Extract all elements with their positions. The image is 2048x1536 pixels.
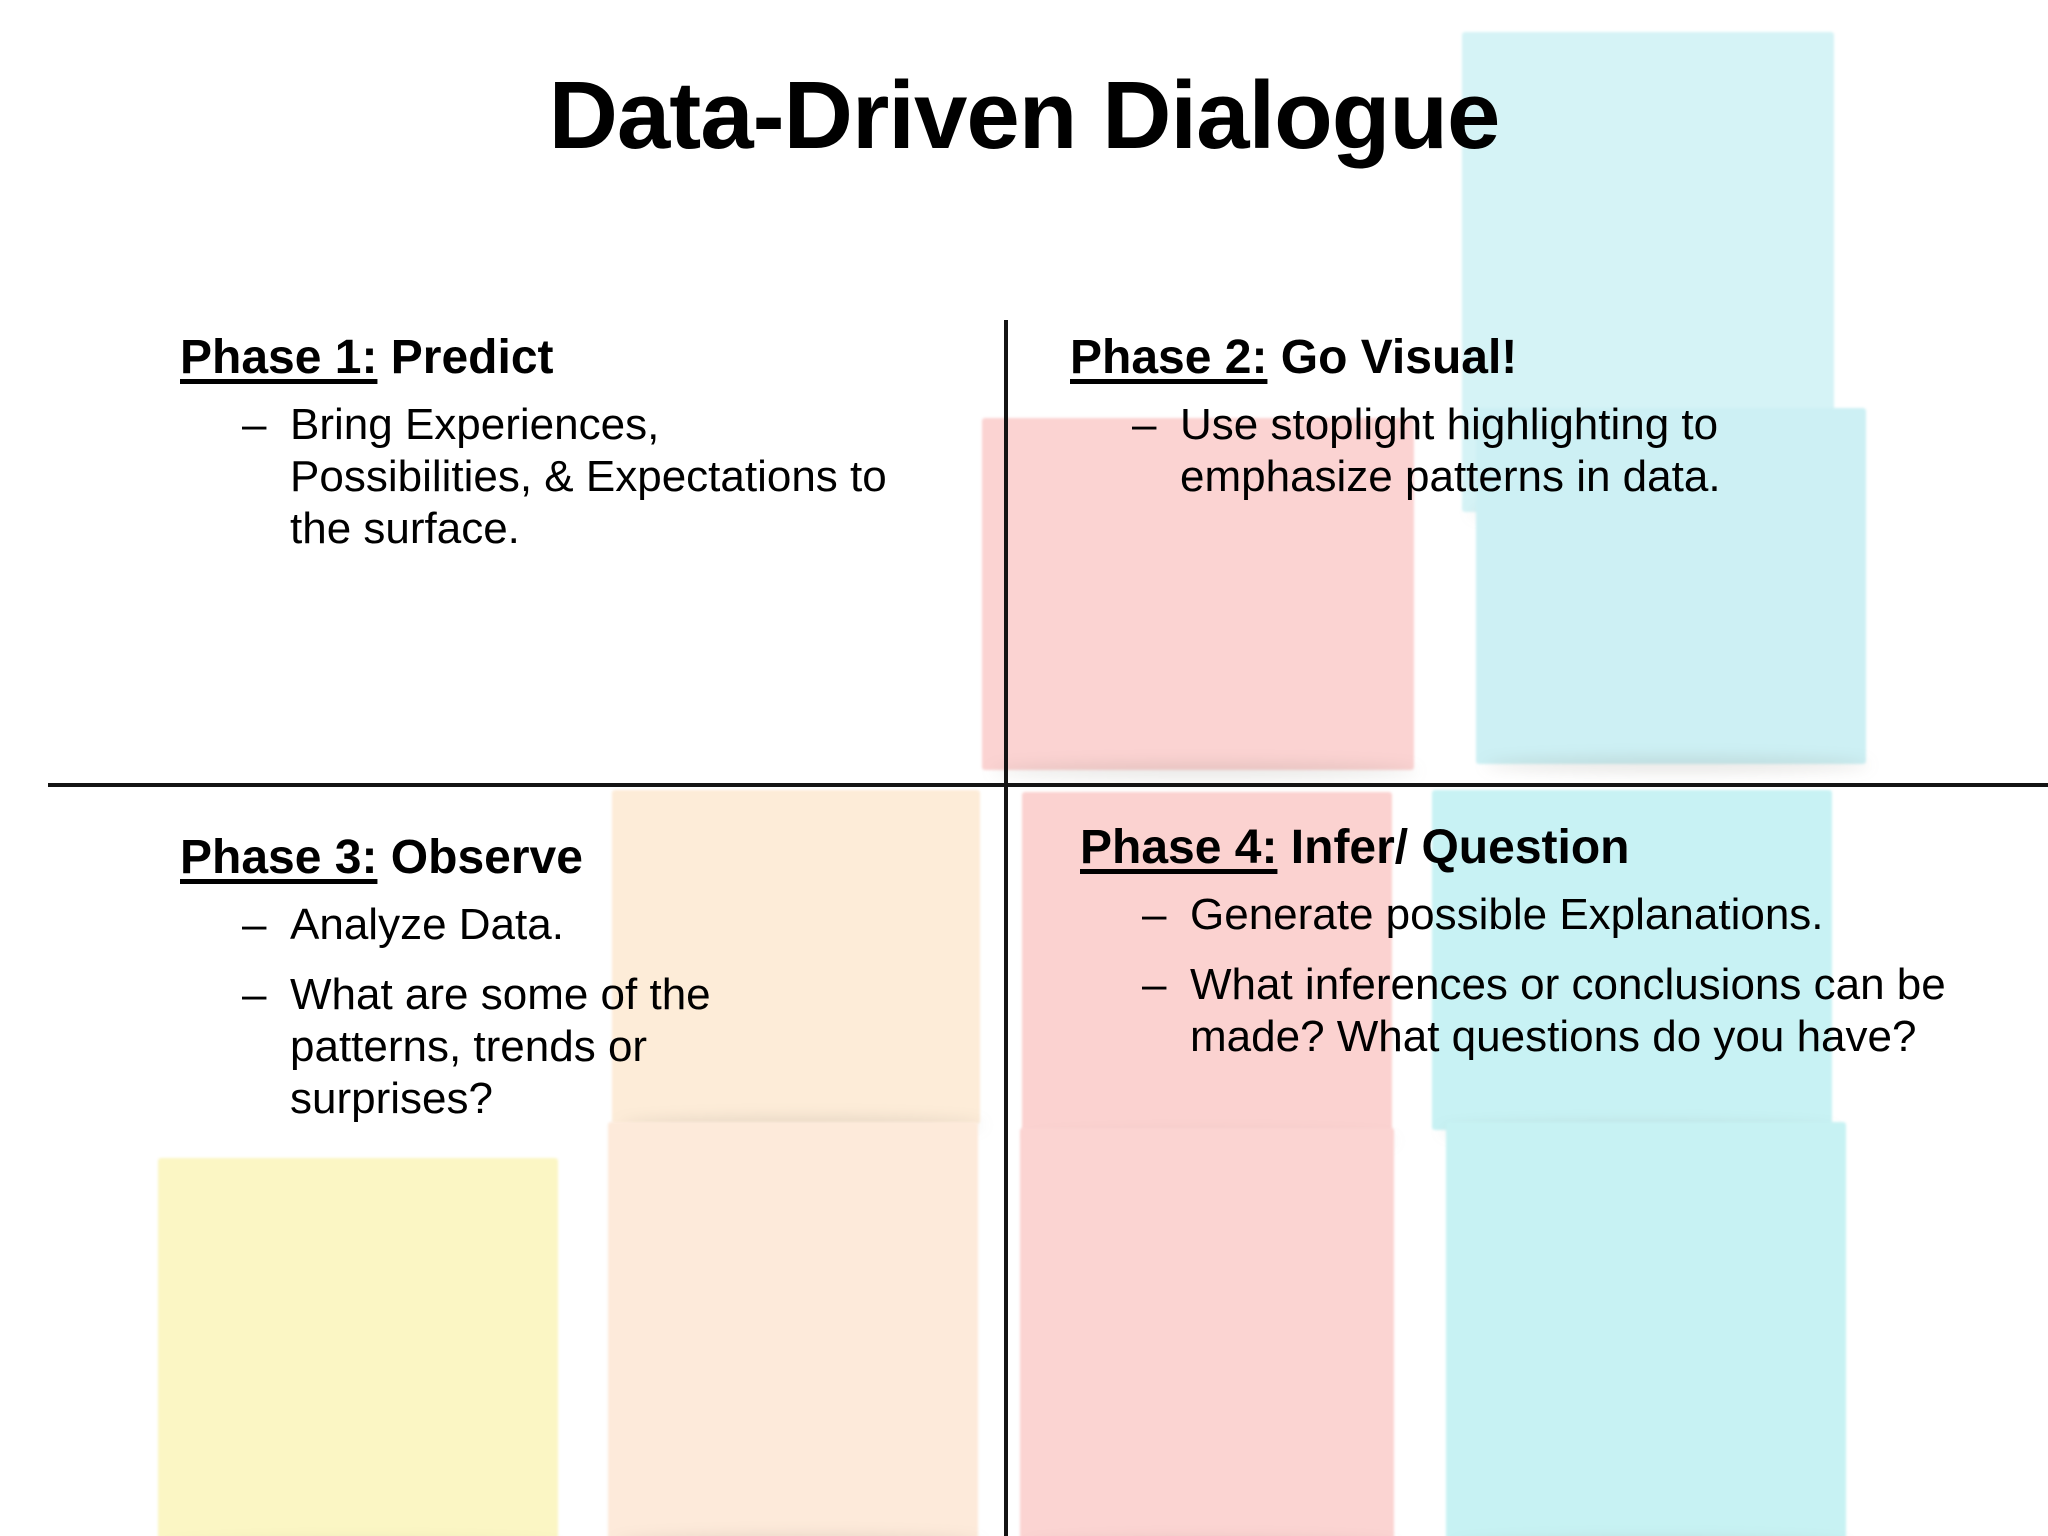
- quadrant-phase-1: Phase 1: Predict – Bring Experiences, Po…: [160, 330, 960, 573]
- bullet-text: Generate possible Explanations.: [1190, 890, 1824, 940]
- bullet-dash-icon: –: [1132, 400, 1157, 450]
- bullet-text: Use stoplight highlighting to emphasize …: [1180, 400, 1721, 502]
- list-item: – Bring Experiences, Possibilities, & Ex…: [242, 399, 910, 555]
- phase-1-name: Predict: [390, 331, 554, 384]
- list-item: – Generate possible Explanations.: [1142, 889, 1960, 941]
- phase-2-heading: Phase 2: Go Visual!: [1070, 330, 1930, 385]
- vertical-divider: [1004, 320, 1008, 1536]
- quadrant-phase-2: Phase 2: Go Visual! – Use stoplight high…: [1050, 330, 1930, 521]
- phase-4-name: Infer/ Question: [1290, 821, 1630, 874]
- list-item: – What inferences or conclusions can be …: [1142, 959, 1960, 1063]
- list-item: – What are some of the patterns, trends …: [242, 969, 860, 1125]
- phase-4-bullet-list: – Generate possible Explanations. – What…: [1060, 889, 1960, 1063]
- phase-4-heading: Phase 4: Infer/ Question: [1080, 820, 1960, 875]
- bullet-dash-icon: –: [242, 400, 267, 450]
- phase-2-name: Go Visual!: [1280, 331, 1518, 384]
- quadrant-phase-3: Phase 3: Observe – Analyze Data. – What …: [160, 830, 960, 1143]
- phase-3-name: Observe: [390, 831, 583, 884]
- bullet-text: What are some of the patterns, trends or…: [290, 970, 711, 1123]
- phase-1-label: Phase 1:: [180, 331, 378, 384]
- phase-1-heading: Phase 1: Predict: [180, 330, 960, 385]
- quadrant-phase-4: Phase 4: Infer/ Question – Generate poss…: [1060, 820, 1960, 1081]
- list-item: – Analyze Data.: [242, 899, 860, 951]
- bullet-text: Bring Experiences, Possibilities, & Expe…: [290, 400, 887, 553]
- phase-2-bullet-list: – Use stoplight highlighting to emphasiz…: [1050, 399, 1820, 503]
- list-item: – Use stoplight highlighting to emphasiz…: [1132, 399, 1820, 503]
- phase-3-label: Phase 3:: [180, 831, 378, 884]
- bullet-dash-icon: –: [242, 900, 267, 950]
- bullet-text: What inferences or conclusions can be ma…: [1190, 960, 1946, 1061]
- phase-3-heading: Phase 3: Observe: [180, 830, 960, 885]
- horizontal-divider: [48, 783, 2048, 787]
- page-title: Data-Driven Dialogue: [548, 62, 1501, 169]
- bullet-dash-icon: –: [1142, 960, 1167, 1010]
- bullet-dash-icon: –: [242, 970, 267, 1020]
- phase-2-label: Phase 2:: [1070, 331, 1268, 384]
- phase-4-label: Phase 4:: [1080, 821, 1278, 874]
- phase-3-bullet-list: – Analyze Data. – What are some of the p…: [160, 899, 860, 1125]
- bullet-dash-icon: –: [1142, 890, 1167, 940]
- phase-1-bullet-list: – Bring Experiences, Possibilities, & Ex…: [160, 399, 910, 555]
- bullet-text: Analyze Data.: [290, 900, 564, 950]
